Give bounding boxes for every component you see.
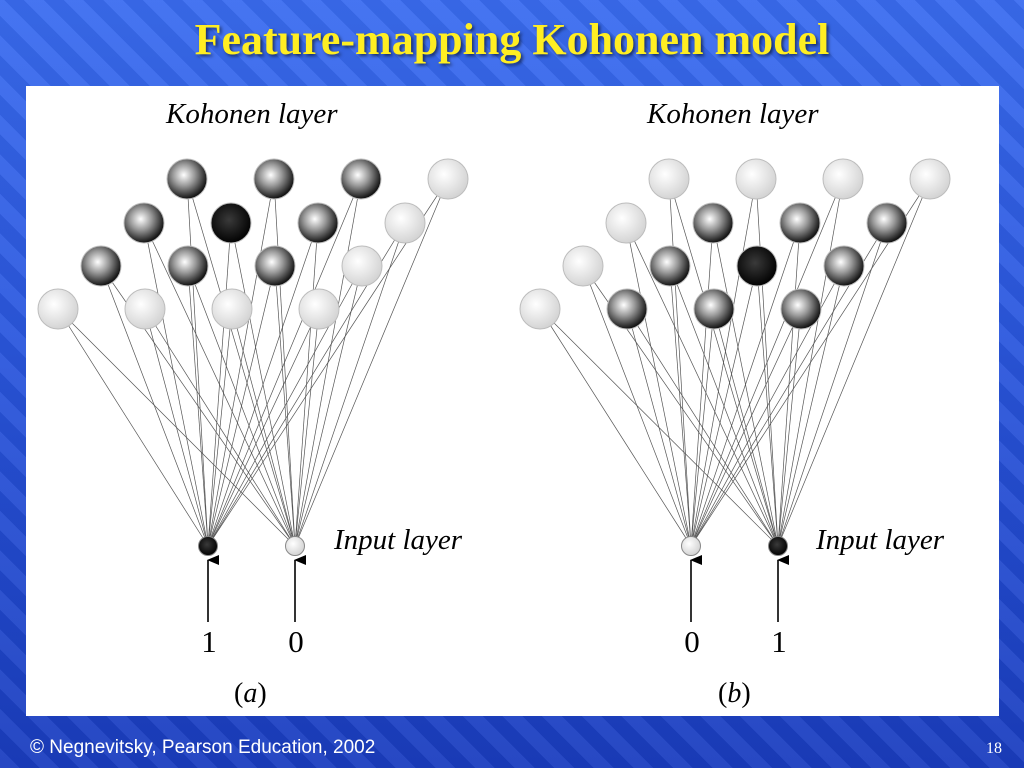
connection-line xyxy=(625,222,692,547)
connection-line xyxy=(57,308,296,547)
connection-line xyxy=(756,265,779,547)
kohonen-neuron-b-r3-c4 xyxy=(823,245,865,287)
kohonen-neuron-b-r2-c1 xyxy=(605,202,647,244)
kohonen-neuron-b-r1-c1 xyxy=(648,158,690,200)
connection-line xyxy=(777,265,845,547)
kohonen-neuron-b-r4-c3 xyxy=(693,288,735,330)
kohonen-neuron-b-r2-c3 xyxy=(779,202,821,244)
connection-line xyxy=(626,308,779,547)
kohonen-neuron-b-r1-c2 xyxy=(735,158,777,200)
caption-b: (b) xyxy=(718,678,751,709)
connection-line xyxy=(777,222,801,547)
connection-line xyxy=(294,178,362,547)
kohonen-neuron-a-r2-c4 xyxy=(384,202,426,244)
connection-line xyxy=(539,308,692,547)
kohonen-neuron-b-r2-c2 xyxy=(692,202,734,244)
kohonen-neuron-a-r3-c2 xyxy=(167,245,209,287)
kohonen-neuron-b-r4-c2 xyxy=(606,288,648,330)
input-value-b-1: 0 xyxy=(684,624,700,659)
kohonen-layer-label-a: Kohonen layer xyxy=(166,98,338,130)
connection-line xyxy=(100,265,209,547)
connection-line xyxy=(231,308,296,547)
connection-line xyxy=(777,178,844,547)
kohonen-layer-label-b: Kohonen layer xyxy=(647,98,819,130)
input-neuron-a-2 xyxy=(285,536,305,556)
page-number: 18 xyxy=(986,740,1002,757)
connection-line xyxy=(777,178,931,547)
kohonen-neuron-a-r4-c4 xyxy=(298,288,340,330)
connection-line xyxy=(230,222,296,547)
connection-line xyxy=(294,265,363,547)
connection-line xyxy=(57,308,209,547)
connection-line xyxy=(777,308,802,547)
connection-line xyxy=(625,222,779,547)
kohonen-neuron-a-r4-c3 xyxy=(211,288,253,330)
kohonen-neuron-a-r1-c1 xyxy=(166,158,208,200)
kohonen-neuron-a-r2-c3 xyxy=(297,202,339,244)
kohonen-neuron-b-r1-c4 xyxy=(909,158,951,200)
kohonen-neuron-a-r1-c4 xyxy=(427,158,469,200)
kohonen-neuron-a-r4-c2 xyxy=(124,288,166,330)
connection-line xyxy=(669,265,779,547)
slide-title: Feature-mapping Kohonen model xyxy=(194,15,830,64)
connection-line xyxy=(144,308,296,547)
connection-line xyxy=(294,308,320,547)
kohonen-neuron-a-r1-c3 xyxy=(340,158,382,200)
connection-line xyxy=(713,308,779,547)
connection-line xyxy=(668,178,779,547)
connection-line xyxy=(668,178,692,547)
network-diagram-svg xyxy=(37,158,951,622)
input-value-a-2: 0 xyxy=(288,624,304,659)
connection-line xyxy=(294,222,406,547)
connection-line xyxy=(143,222,209,547)
caption-a: (a) xyxy=(234,678,267,709)
kohonen-neuron-b-r3-c1 xyxy=(562,245,604,287)
kohonen-neuron-b-r4-c4 xyxy=(780,288,822,330)
kohonen-neuron-b-r1-c3 xyxy=(822,158,864,200)
connection-line xyxy=(294,222,319,547)
kohonen-neuron-a-r4-c1 xyxy=(37,288,79,330)
connection-line xyxy=(273,178,296,547)
kohonen-neuron-a-r2-c1 xyxy=(123,202,165,244)
input-neuron-b-2 xyxy=(768,536,788,556)
connection-line xyxy=(294,178,449,547)
kohonen-neuron-a-r3-c1 xyxy=(80,245,122,287)
kohonen-neuron-b-r3-c3 xyxy=(736,245,778,287)
connection-line xyxy=(539,308,779,547)
kohonen-neuron-a-r2-c2 xyxy=(210,202,252,244)
connection-line xyxy=(187,265,296,547)
kohonen-neuron-a-r3-c4 xyxy=(341,245,383,287)
connection-line xyxy=(274,265,296,547)
diagram-panel: Kohonen layer Kohonen layer Input layer … xyxy=(26,86,999,716)
kohonen-neuron-a-r3-c3 xyxy=(254,245,296,287)
copyright-footer: © Negnevitsky, Pearson Education, 2002 xyxy=(30,737,376,758)
input-neuron-a-1 xyxy=(198,536,218,556)
connection-line xyxy=(186,178,209,547)
kohonen-neuron-a-r1-c2 xyxy=(253,158,295,200)
input-value-b-2: 1 xyxy=(771,624,787,659)
connection-line xyxy=(755,178,779,547)
connection-line xyxy=(712,222,779,547)
kohonen-neuron-b-r3-c2 xyxy=(649,245,691,287)
connection-line xyxy=(143,222,296,547)
kohonen-neuron-b-r2-c4 xyxy=(866,202,908,244)
input-layer-label-b: Input layer xyxy=(816,524,945,556)
input-layer-label-a: Input layer xyxy=(334,524,463,556)
input-neuron-b-1 xyxy=(681,536,701,556)
input-value-a-1: 1 xyxy=(201,624,217,659)
connection-line xyxy=(186,178,296,547)
connection-line xyxy=(777,222,888,547)
kohonen-neuron-b-r4-c1 xyxy=(519,288,561,330)
